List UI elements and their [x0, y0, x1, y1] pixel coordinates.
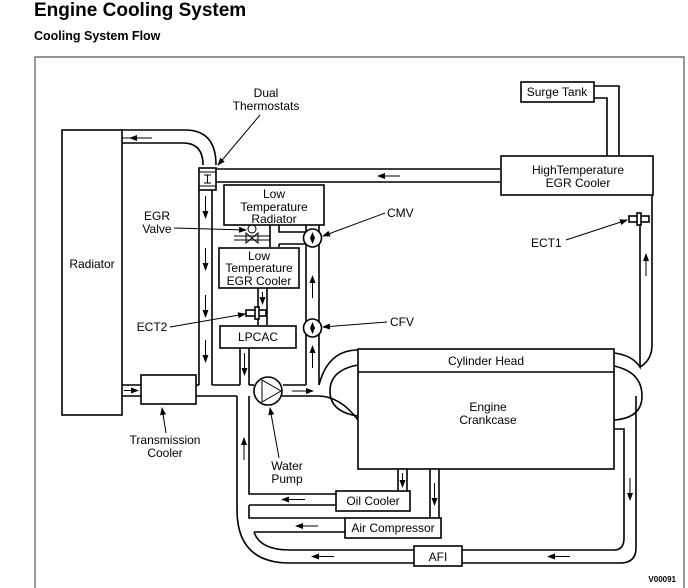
dual-thermostats-label-1: Dual	[254, 86, 279, 100]
lt-radiator-label-2: Temperature	[240, 200, 308, 214]
leader-line	[173, 226, 247, 233]
cmv-icon	[310, 232, 315, 244]
leader-line	[322, 212, 386, 237]
leader-line	[268, 407, 280, 459]
ht-egr-cooler-label-1: HighTemperature	[532, 163, 624, 177]
radiator-label: Radiator	[69, 257, 114, 271]
transmission-cooler-label-2: Cooler	[147, 446, 182, 460]
egr-valve-icon	[247, 224, 257, 234]
cfv-label: CFV	[390, 315, 414, 329]
afi-box	[413, 545, 463, 567]
thermostat-icon	[204, 174, 211, 184]
pump-icon	[261, 379, 282, 403]
lt-egr-cooler-label-2: Temperature	[225, 261, 293, 275]
engine-block	[357, 348, 615, 470]
pipe-top-inner	[122, 142, 204, 166]
lt-radiator-box	[223, 184, 325, 226]
cmv-label: CMV	[387, 206, 414, 220]
transmission-cooler-box	[140, 374, 197, 405]
cylinder-head-label: Cylinder Head	[448, 354, 524, 368]
cfv-icon	[310, 322, 315, 334]
ect2-label: ECT2	[137, 320, 168, 334]
lt-egr-cooler-label-1: Low	[248, 249, 270, 263]
engine-crankcase-label-2: Crankcase	[459, 413, 517, 427]
ht-egr-cooler-box	[500, 155, 654, 196]
oil-cooler-box	[335, 490, 411, 512]
air-compressor-box	[344, 517, 442, 539]
pipe-top-outer	[122, 129, 217, 166]
page-title: Engine Cooling System	[34, 0, 247, 21]
water-pump	[253, 376, 283, 406]
lpcac-box	[219, 325, 297, 349]
water-pump-label-1: Water	[271, 459, 303, 473]
lpcac-label: LPCAC	[238, 330, 278, 344]
transmission-cooler-label-1: Transmission	[130, 433, 201, 447]
oil-cooler-label: Oil Cooler	[346, 494, 399, 508]
radiator-box	[61, 129, 123, 416]
leader-line	[160, 407, 167, 434]
dual-thermostats-label-2: Thermostats	[233, 99, 300, 113]
leader-line	[169, 312, 246, 328]
afi-label: AFI	[429, 550, 448, 564]
egr-valve-label-1: EGR	[144, 209, 170, 223]
surge-tank-label: Surge Tank	[527, 85, 588, 99]
egr-valve-label-2: Valve	[142, 222, 171, 236]
lt-radiator-label-1: Low	[263, 187, 285, 201]
figure-frame	[34, 56, 685, 588]
valve-bowtie-icon	[245, 231, 259, 245]
lt-egr-cooler-label-3: EGR Cooler	[227, 274, 292, 288]
water-pump-label-2: Pump	[271, 472, 303, 486]
page-subtitle: Cooling System Flow	[34, 29, 161, 43]
surge-tank-box	[520, 81, 595, 103]
air-compressor-label: Air Compressor	[351, 521, 434, 535]
leader-line	[565, 219, 628, 241]
ht-egr-cooler-label-2: EGR Cooler	[546, 176, 611, 190]
ect1-label: ECT1	[531, 236, 562, 250]
leader-line	[217, 114, 261, 166]
figure-id: V00091	[648, 575, 676, 584]
lt-radiator-label-3: Radiator	[251, 212, 296, 226]
leader-line	[322, 321, 388, 330]
lt-egr-cooler-box	[218, 247, 300, 289]
engine-crankcase-label-1: Engine	[469, 400, 507, 414]
